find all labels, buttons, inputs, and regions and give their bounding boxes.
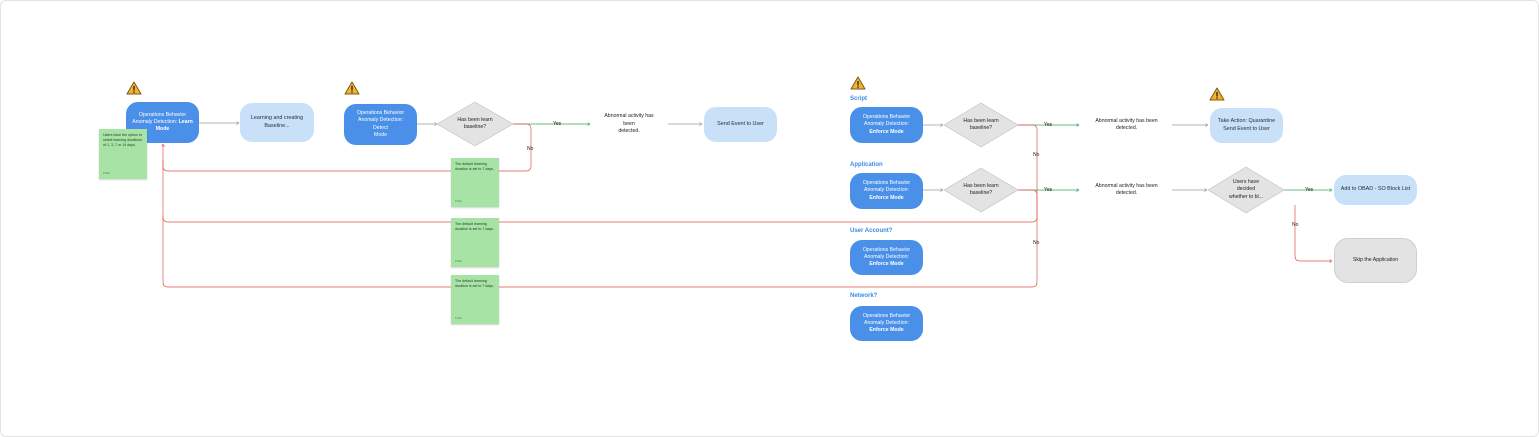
node-text: Anomaly Detection: (864, 187, 909, 194)
warning-triangle-icon (850, 76, 866, 90)
edge-label-no: No (1292, 222, 1299, 228)
diamond-text: Has been learn (457, 116, 493, 123)
user-account-enforce-node[interactable]: Operations Behavior Anomaly Detection: E… (850, 240, 923, 275)
diamond-text: Has been learn (963, 117, 999, 124)
diamond-text: baseline? (969, 190, 993, 196)
sticky-note[interactable]: The default learning duration is set to … (451, 218, 499, 267)
decision-diamond-app[interactable] (943, 167, 1019, 213)
section-label-user-account: User Account? (850, 228, 893, 234)
node-text: Operations Behavior (862, 180, 911, 187)
skip-application-node[interactable]: Skip the Application (1334, 238, 1417, 283)
edge-no-script (162, 124, 1038, 223)
edge-label-no: No (1033, 152, 1040, 158)
decision-diamond-script[interactable] (943, 102, 1019, 148)
node-text: Abnormal activity has been detected. (1095, 182, 1158, 196)
abnormal-activity-script: Abnormal activity has been detected. (1080, 117, 1173, 131)
node-text-bold: Enforce Mode (869, 128, 904, 135)
learning-baseline-node[interactable]: Learning and creating Baseline... (240, 103, 314, 142)
edge-label-yes: Yes (1044, 122, 1053, 128)
sticky-text: The default learning duration is set to … (455, 222, 494, 231)
node-text: Operations Behavior (356, 110, 405, 117)
decision-top-label: Has been learn baseline? (445, 114, 505, 134)
node-text: Mode (374, 131, 387, 138)
diamond-text: decided (1236, 186, 1256, 193)
node-text: Abnormal activity has been detected. (1095, 117, 1158, 131)
section-label-application: Application (850, 162, 883, 168)
diamond-text: Has been learn (963, 182, 999, 189)
node-text: Operations Behavior (138, 111, 187, 118)
diamond-text: Users have (1232, 179, 1260, 186)
edge-label-yes: Yes (1305, 187, 1314, 193)
sticky-text: Users have the option to select learning… (103, 133, 142, 147)
decision-app-label: Has been learn baseline? (951, 180, 1011, 200)
sticky-author: Trutz (455, 198, 462, 203)
diamond-text: baseline? (969, 125, 993, 131)
node-text-bold: Enforce Mode (869, 261, 904, 267)
decision-users-label: Users have decided whether to bl... (1218, 178, 1274, 202)
node-text: Take Action: Quarantine (1217, 118, 1276, 125)
decision-diamond-users[interactable] (1207, 166, 1285, 214)
send-event-node[interactable]: Send Event to User (704, 107, 777, 142)
sticky-note[interactable]: Users have the option to select learning… (99, 129, 147, 179)
node-text: Abnormal activity has been (604, 113, 654, 127)
learn-mode-node[interactable]: Operations Behavior Anomaly Detection: L… (126, 102, 199, 143)
network-enforce-node[interactable]: Operations Behavior Anomaly Detection: E… (850, 306, 923, 341)
node-text: Baseline... (264, 122, 290, 129)
node-text: Anomaly Detection: (864, 121, 909, 128)
node-text: Anomaly Detection: (132, 118, 179, 125)
diamond-text: whether to bl... (1228, 193, 1264, 200)
sticky-author: Trutz (455, 315, 462, 320)
sticky-author: Trutz (103, 170, 110, 175)
node-text: Anomaly Detection: (864, 253, 909, 260)
node-text: Operations Behavior (862, 114, 911, 121)
sticky-text: The default learning duration is set to … (455, 162, 494, 171)
node-text: Operations Behavior (862, 312, 911, 319)
application-enforce-node[interactable]: Operations Behavior Anomaly Detection: E… (850, 173, 923, 209)
edge-no-top (163, 123, 532, 172)
warning-triangle-icon (344, 81, 360, 95)
node-text-bold: Enforce Mode (869, 327, 904, 333)
node-text: Send Event to User (717, 120, 764, 127)
take-action-node[interactable]: Take Action: Quarantine Send Event to Us… (1210, 108, 1283, 143)
detect-mode-node[interactable]: Operations Behavior Anomaly Detection: D… (344, 104, 417, 145)
edge-label-yes: Yes (1044, 187, 1053, 193)
abnormal-activity-app: Abnormal activity has been detected. (1080, 182, 1173, 196)
warning-triangle-icon (1209, 87, 1225, 101)
sticky-note[interactable]: The default learning duration is set to … (451, 275, 499, 324)
node-text: Send Event to User (1223, 125, 1270, 132)
edge-label-no: No (527, 146, 534, 152)
node-text: Add to OBAD - SO Block List (1340, 186, 1411, 193)
edge-label-no: No (1033, 240, 1040, 246)
node-text: detected. (618, 127, 640, 134)
node-text: Learning and creating (250, 115, 304, 122)
warning-triangle-icon (126, 81, 142, 95)
script-enforce-node[interactable]: Operations Behavior Anomaly Detection: E… (850, 107, 923, 143)
node-text-bold: Learn Mode (155, 118, 193, 132)
section-label-network: Network? (850, 293, 878, 299)
sticky-text: The default learning duration is set to … (455, 279, 494, 288)
node-text-bold: Enforce Mode (869, 194, 904, 201)
node-text: Anomaly Detection: (864, 319, 909, 326)
edge-label-yes: Yes (553, 121, 562, 127)
add-block-list-node[interactable]: Add to OBAD - SO Block List (1334, 175, 1417, 205)
diamond-text: baseline? (463, 124, 487, 130)
decision-script-label: Has been learn baseline? (951, 115, 1011, 135)
node-text: Anomaly Detection: Detect (358, 117, 403, 131)
edge-no-users (1294, 205, 1332, 261)
edge-no-app (162, 189, 1038, 288)
decision-diamond-top[interactable] (436, 101, 514, 147)
node-text: Operations Behavior (862, 246, 911, 253)
abnormal-activity-top: Abnormal activity has been detected. (592, 113, 666, 134)
section-label-script: Script (850, 96, 868, 102)
sticky-note[interactable]: The default learning duration is set to … (451, 158, 499, 207)
node-text: Skip the Application (1352, 256, 1399, 263)
sticky-author: Trutz (455, 258, 462, 263)
